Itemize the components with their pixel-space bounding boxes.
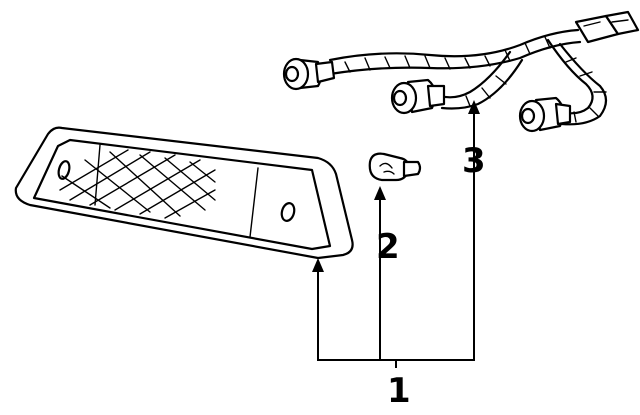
bulb — [368, 152, 422, 182]
lens-crosshatch — [59, 149, 216, 219]
connector-plug — [574, 10, 640, 44]
socket-middle — [390, 78, 446, 115]
callout-2: 2 — [376, 227, 400, 267]
wire-harness — [282, 10, 640, 133]
socket-left — [282, 57, 336, 91]
arrow-to-harness — [468, 100, 480, 114]
socket-right — [518, 96, 572, 133]
leader-lines — [312, 100, 480, 368]
lamp-housing — [14, 126, 354, 260]
arrow-to-housing — [312, 258, 324, 272]
callout-1: 1 — [387, 371, 411, 411]
arrow-to-bulb — [374, 186, 386, 200]
callout-3: 3 — [462, 141, 486, 181]
